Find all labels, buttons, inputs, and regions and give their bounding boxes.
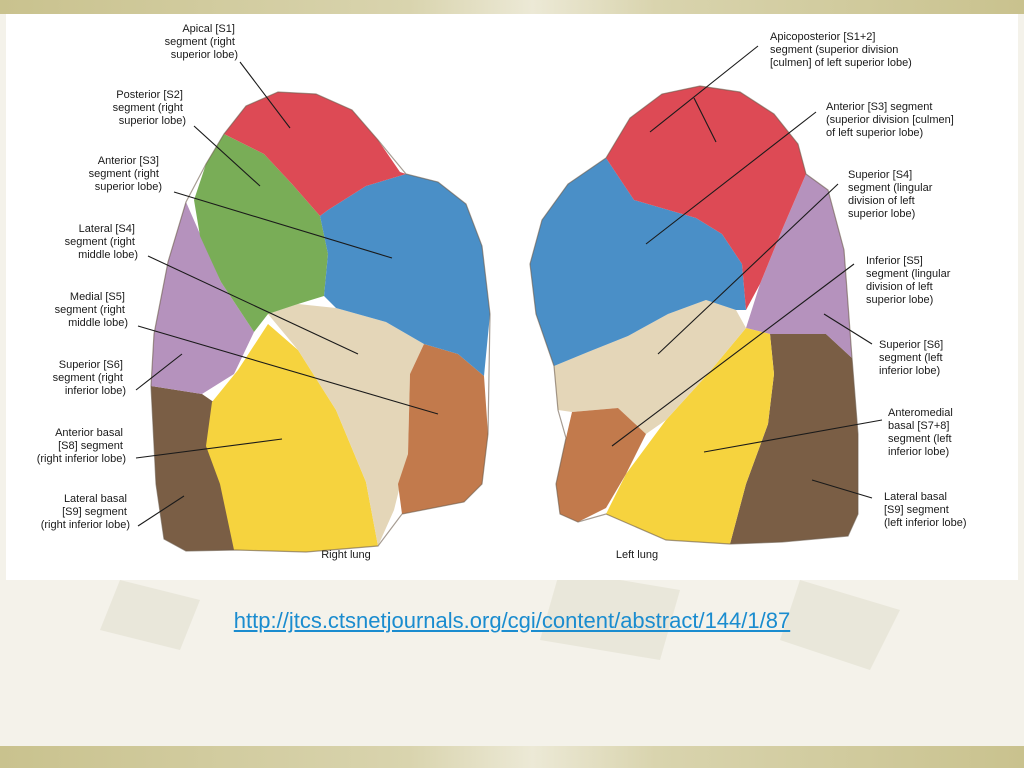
right-anterior-s3-segment [320, 174, 490, 376]
leader-right-s6 [135, 353, 183, 391]
leader-right-s1 [239, 61, 291, 129]
left-segment-labels: Apicoposterior [S1+2] segment (superior … [770, 31, 967, 529]
leader-left-s78 [703, 419, 883, 453]
leader-left-s3 [645, 111, 817, 245]
left-superior-s4-segment [554, 300, 746, 434]
leader-left-s4 [657, 183, 839, 355]
leader-left-s5 [611, 263, 855, 447]
lung-diagram: Apical [S1] segment (right superior lobe… [37, 23, 967, 561]
background-pattern [100, 570, 900, 670]
left-lateral-basal-s9-segment [730, 334, 858, 544]
lung-segments-figure: Apical [S1] segment (right superior lobe… [6, 14, 1018, 580]
leader-lines [135, 45, 883, 527]
label-right-s8: Anterior basal [S8] segment (right infer… [37, 427, 126, 465]
right-apical-s1-segment [224, 92, 406, 216]
caption-left-lung: Left lung [616, 549, 658, 561]
right-segment-labels: Apical [S1] segment (right superior lobe… [37, 23, 238, 531]
label-right-s1: Apical [S1] segment (right superior lobe… [165, 23, 238, 61]
leader-right-s2 [193, 125, 261, 187]
leader-left-s9 [811, 479, 873, 499]
label-right-s5: Medial [S5] segment (right middle lobe) [55, 291, 128, 329]
right-lung-outline [150, 91, 491, 553]
left-lung-outline [529, 85, 859, 545]
label-left-s78: Anteromedial basal [S7+8] segment (left … [888, 407, 956, 458]
label-right-s6: Superior [S6] segment (right inferior lo… [53, 359, 126, 397]
label-left-s4: Superior [S4] segment (lingular division… [848, 169, 935, 220]
label-left-s9: Lateral basal [S9] segment (left inferio… [884, 491, 967, 529]
right-superior-s6-segment [151, 202, 254, 394]
leader-right-s9 [137, 495, 185, 527]
right-middle-lobe-segment [268, 304, 424, 546]
left-anteromedial-basal-s78-segment [606, 328, 774, 544]
leader-left-s12-b [693, 97, 717, 143]
top-decorative-band [0, 0, 1024, 14]
right-medial-s5-segment [398, 344, 488, 514]
label-left-s6: Superior [S6] segment (left inferior lob… [879, 339, 946, 377]
label-left-s3: Anterior [S3] segment (superior division… [826, 101, 957, 139]
leader-right-s4 [147, 255, 359, 355]
leader-right-s8 [135, 438, 283, 459]
leader-left-s6 [823, 313, 873, 345]
caption-right-lung: Right lung [321, 549, 371, 561]
left-superior-s6-segment [746, 174, 852, 358]
label-left-s12: Apicoposterior [S1+2] segment (superior … [770, 31, 912, 69]
right-anterior-basal-s8-segment [206, 324, 378, 552]
left-lung [529, 85, 859, 545]
leader-right-s3 [173, 191, 393, 259]
source-url-link[interactable]: http://jtcs.ctsnetjournals.org/cgi/conte… [233, 608, 791, 633]
left-inferior-s5-segment [556, 408, 646, 522]
right-lung [150, 91, 491, 553]
label-right-s3: Anterior [S3] segment (right superior lo… [89, 155, 162, 193]
right-posterior-s2-segment [194, 134, 328, 332]
label-left-s5: Inferior [S5] segment (lingular division… [866, 255, 953, 306]
label-right-s4: Lateral [S4] segment (right middle lobe) [65, 223, 138, 261]
label-right-s2: Posterior [S2] segment (right superior l… [113, 89, 186, 127]
label-right-s9: Lateral basal [S9] segment (right inferi… [41, 493, 130, 531]
leader-left-s12 [649, 45, 759, 133]
bottom-decorative-band [0, 746, 1024, 768]
leader-right-s5 [137, 325, 439, 415]
left-anterior-s3-segment [530, 158, 746, 366]
